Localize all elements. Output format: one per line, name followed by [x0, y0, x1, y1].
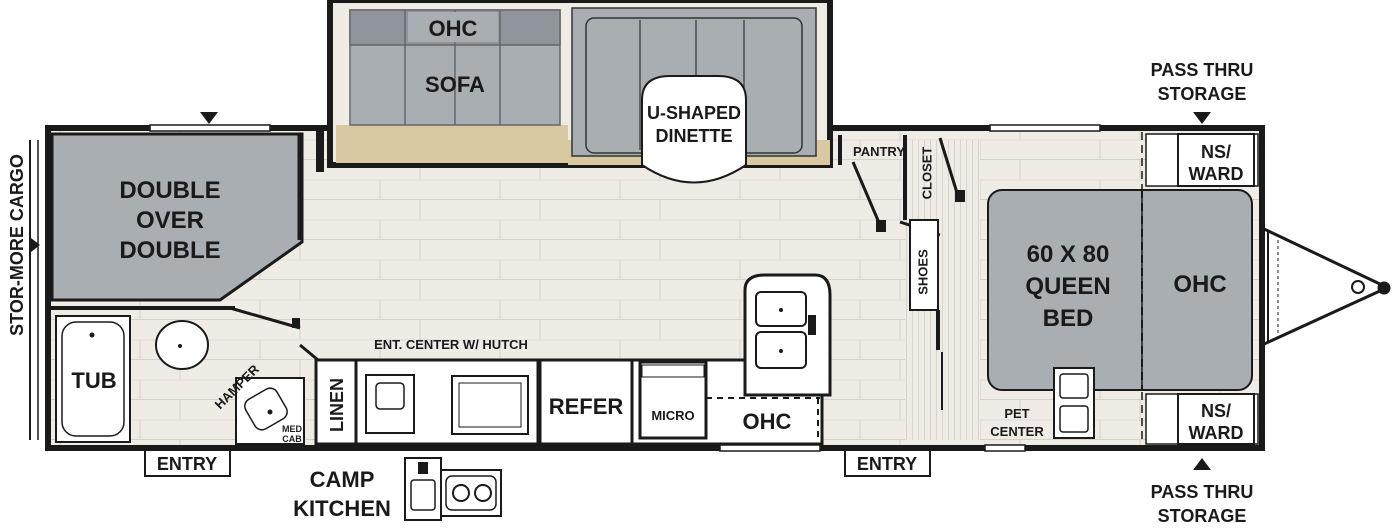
bunk-label-2: OVER — [136, 207, 204, 234]
pet-center — [1053, 367, 1095, 439]
camp-kitchen-label-2: KITCHEN — [293, 496, 391, 521]
pass-thru-bottom-label-1: PASS THRU — [1151, 482, 1254, 502]
camp-kitchen-label-1: CAMP — [310, 467, 375, 492]
pass-thru-top-label-1: PASS THRU — [1151, 60, 1254, 80]
rear-entry-step — [144, 449, 231, 477]
bunk-label-1: DOUBLE — [119, 177, 220, 204]
pet-center-label-1: PET — [1004, 406, 1029, 421]
ent-center-label: ENT. CENTER W/ HUTCH — [374, 337, 528, 352]
refer-label: REFER — [549, 394, 624, 419]
bunk-beds — [50, 112, 304, 302]
ohc-top-label: OHC — [429, 16, 478, 41]
med-cab-label-2: CAB — [282, 434, 302, 444]
micro-label: MICRO — [651, 408, 694, 423]
bed-label-2: QUEEN — [1025, 273, 1110, 300]
pass-thru-arrow-top — [1193, 112, 1211, 124]
stor-more-cargo — [29, 140, 40, 440]
dinette-label-1: U-SHAPED — [647, 103, 741, 123]
med-cab-label-1: MED — [282, 424, 303, 434]
exterior-walls — [45, 125, 1265, 451]
trailer-hitch — [1261, 226, 1391, 347]
ohc-kitchen-label: OHC — [743, 409, 792, 434]
main-entry-step — [844, 449, 931, 477]
stor-more-cargo-label: STOR-MORE CARGO — [7, 154, 27, 336]
bunk-label-3: DOUBLE — [119, 237, 220, 264]
entry-main-label: ENTRY — [857, 454, 917, 474]
bathroom — [48, 306, 319, 445]
ns-ward-top-label-1: NS/ — [1201, 142, 1231, 162]
nightstand-wardrobes — [1145, 133, 1259, 445]
u-shaped-dinette — [571, 7, 817, 184]
entry-rear-label: ENTRY — [157, 454, 217, 474]
linen-label: LINEN — [327, 378, 347, 432]
queen-bed — [987, 132, 1253, 444]
bed-label-1: 60 X 80 — [1027, 241, 1110, 268]
shoes-label: SHOES — [915, 249, 930, 295]
windows — [149, 124, 1101, 452]
partition-wall — [316, 130, 324, 172]
pass-thru-top-label-2: STORAGE — [1158, 84, 1247, 104]
dinette-label-2: DINETTE — [655, 126, 732, 146]
sofa-area-tan — [336, 125, 568, 163]
pass-thru-arrow-bottom — [1193, 458, 1211, 470]
ohc-front-label: OHC — [1173, 271, 1226, 298]
kitchen-island — [743, 273, 832, 397]
ns-ward-bottom-label-2: WARD — [1189, 423, 1244, 443]
sofa-label: SOFA — [425, 72, 485, 97]
camp-kitchen — [404, 457, 502, 521]
pantry-closet — [838, 135, 965, 410]
ns-ward-bottom-label-1: NS/ — [1201, 401, 1231, 421]
bed-label-3: BED — [1043, 305, 1094, 332]
ns-ward-top-label-2: WARD — [1189, 164, 1244, 184]
closet-label: CLOSET — [919, 147, 934, 200]
ohc-top-label-bg — [408, 12, 498, 42]
pass-thru-bottom-label-2: STORAGE — [1158, 506, 1247, 526]
tub-label: TUB — [71, 368, 116, 393]
kitchen-cabinets — [314, 358, 824, 446]
pantry-label: PANTRY — [853, 144, 905, 159]
pet-center-label-2: CENTER — [990, 424, 1044, 439]
